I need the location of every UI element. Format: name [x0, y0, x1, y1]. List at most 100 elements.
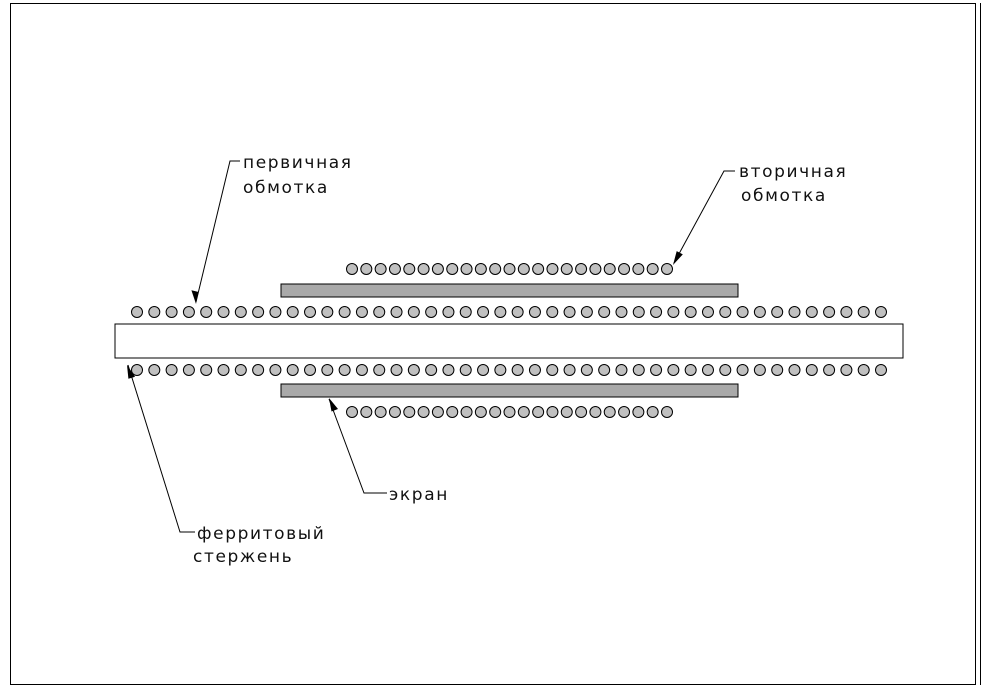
secondary-winding-turn [517, 406, 530, 418]
primary-winding-turn [234, 364, 247, 376]
primary-winding-turn [200, 306, 213, 318]
primary-arrowhead [191, 290, 199, 304]
screen-bottom [280, 383, 739, 398]
primary-winding-label-line1: первичная [243, 153, 353, 173]
primary-winding-turn [598, 364, 611, 376]
primary-winding-turn [771, 364, 784, 376]
primary-winding-turn [528, 306, 541, 318]
secondary-winding-turn [618, 406, 631, 418]
primary-winding-turn [148, 306, 161, 318]
secondary-winding-turn [474, 406, 487, 418]
secondary-winding-turn [646, 263, 659, 275]
secondary-winding-turn [388, 406, 401, 418]
primary-winding-turn [269, 306, 282, 318]
secondary-winding-turn [360, 263, 373, 275]
primary-winding-turn [304, 306, 317, 318]
secondary-winding-turn [603, 406, 616, 418]
primary-winding-turn [632, 306, 645, 318]
primary-winding-turn [823, 364, 836, 376]
primary-winding-turn [459, 364, 472, 376]
primary-winding-turn [286, 364, 299, 376]
secondary-winding-turn [661, 263, 673, 275]
secondary-winding-turn [575, 406, 588, 418]
primary-winding-turn [477, 306, 490, 318]
primary-winding-turn [684, 306, 697, 318]
secondary-winding-turn [532, 263, 545, 275]
primary-winding-turn [234, 306, 247, 318]
primary-winding-turn [615, 306, 628, 318]
primary-winding-turn [615, 364, 628, 376]
primary-winding-turn [165, 306, 178, 318]
secondary-winding-turn [646, 406, 659, 418]
primary-winding-turn [165, 364, 178, 376]
primary-winding-turn [148, 364, 161, 376]
primary-winding-turn [252, 306, 265, 318]
primary-winding-turn [823, 306, 836, 318]
primary-winding-turn [477, 364, 490, 376]
primary-winding-turn [736, 306, 749, 318]
secondary-winding-turn [603, 263, 616, 275]
primary-winding-turn [701, 306, 714, 318]
primary-winding-turn [338, 306, 351, 318]
primary-winding-turn [390, 306, 403, 318]
primary-winding-label-line2: обмотка [243, 178, 329, 198]
primary-winding-turn [200, 364, 213, 376]
primary-winding-turn [355, 364, 368, 376]
secondary-winding-turn [489, 406, 502, 418]
primary-winding-turn [840, 364, 853, 376]
primary-winding-turn [304, 364, 317, 376]
secondary-winding-turn [589, 406, 602, 418]
primary-winding-turn [511, 306, 524, 318]
secondary-winding-turn [403, 263, 416, 275]
primary-winding-turn [321, 364, 334, 376]
screen-leader-line [328, 398, 387, 494]
secondary-winding-turn [560, 406, 573, 418]
core-arrowhead [127, 365, 135, 379]
primary-winding-turn [131, 306, 143, 318]
primary-winding-turn [390, 364, 403, 376]
primary-winding-turn [563, 364, 576, 376]
secondary-winding-turn [517, 263, 530, 275]
primary-winding-turn [546, 364, 559, 376]
primary-winding-turn [321, 306, 334, 318]
secondary-arrowhead [673, 251, 683, 265]
secondary-winding-turn [618, 263, 631, 275]
primary-winding-turn [805, 364, 818, 376]
secondary-winding-turn [532, 406, 545, 418]
secondary-winding-label-line2: обмотка [741, 186, 827, 206]
ferrite-core-label-line2: стержень [193, 547, 293, 567]
secondary-winding-turn [403, 406, 416, 418]
primary-winding-turn [875, 364, 887, 376]
primary-winding-turn [875, 306, 887, 318]
primary-winding-turn [701, 364, 714, 376]
secondary-winding-label-line1: вторичная [739, 162, 847, 182]
primary-winding-turn [338, 364, 351, 376]
primary-winding-turn [425, 364, 438, 376]
screen-arrowhead [329, 398, 338, 412]
primary-winding-turn [753, 306, 766, 318]
secondary-winding-turn [446, 406, 459, 418]
secondary-leader-line [673, 170, 735, 264]
secondary-winding-turn [346, 406, 358, 418]
secondary-winding-turn [632, 406, 645, 418]
secondary-winding-turn [374, 406, 387, 418]
primary-winding-turn [598, 306, 611, 318]
primary-winding-turn [442, 306, 455, 318]
primary-winding-turn [650, 364, 663, 376]
primary-winding-turn [753, 364, 766, 376]
primary-winding-turn [788, 306, 801, 318]
primary-winding-turn [355, 306, 368, 318]
primary-winding-top [131, 306, 887, 318]
primary-winding-turn [667, 306, 680, 318]
secondary-winding-turn [503, 406, 516, 418]
primary-winding-turn [269, 364, 282, 376]
secondary-winding-turn [431, 406, 444, 418]
primary-winding-turn [857, 364, 870, 376]
secondary-winding-turn [460, 406, 473, 418]
primary-winding-turn [373, 306, 386, 318]
secondary-winding-turn [431, 263, 444, 275]
secondary-winding-turn [546, 406, 559, 418]
ferrite-core-label-line1: ферритовый [197, 524, 325, 544]
primary-winding-turn [442, 364, 455, 376]
